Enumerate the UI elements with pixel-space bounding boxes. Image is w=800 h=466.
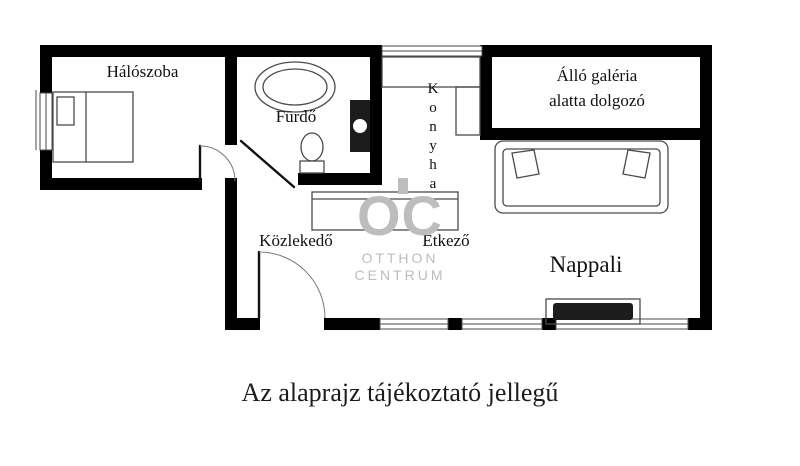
bathroom-label: Fürdő bbox=[275, 107, 317, 126]
bathtub bbox=[254, 61, 336, 113]
dining-table bbox=[311, 191, 459, 231]
kitchen-label: Konyha bbox=[425, 80, 441, 195]
logo-letters: OC bbox=[357, 184, 443, 247]
bed bbox=[52, 91, 134, 163]
window-symbols bbox=[35, 45, 689, 330]
disclaimer-caption: Az alaprajz tájékoztató jellegű bbox=[241, 378, 559, 407]
sofa bbox=[494, 140, 669, 214]
door-symbols bbox=[198, 139, 326, 320]
logo-chimney-icon bbox=[398, 178, 408, 194]
tv-stand bbox=[545, 298, 641, 325]
logo-name-line1: OTTHON bbox=[361, 250, 439, 266]
bedroom-label: Hálószoba bbox=[106, 62, 179, 81]
gallery-label-line1: Álló galéria bbox=[556, 66, 638, 85]
walls bbox=[40, 45, 712, 330]
toilet bbox=[299, 132, 325, 174]
dining-label: Étkező bbox=[422, 231, 470, 250]
gallery-label-line2: alatta dolgozó bbox=[549, 91, 645, 110]
kitchen-counter bbox=[381, 56, 481, 136]
gallery-label: Álló galéria alatta dolgozó bbox=[507, 63, 687, 113]
otthon-centrum-logo: OC OTTHON CENTRUM bbox=[340, 178, 460, 284]
living-room-label: Nappali bbox=[549, 252, 623, 277]
sink bbox=[350, 100, 370, 152]
logo-name-line2: CENTRUM bbox=[354, 267, 446, 283]
hallway-label: Közlekedő bbox=[259, 231, 333, 250]
